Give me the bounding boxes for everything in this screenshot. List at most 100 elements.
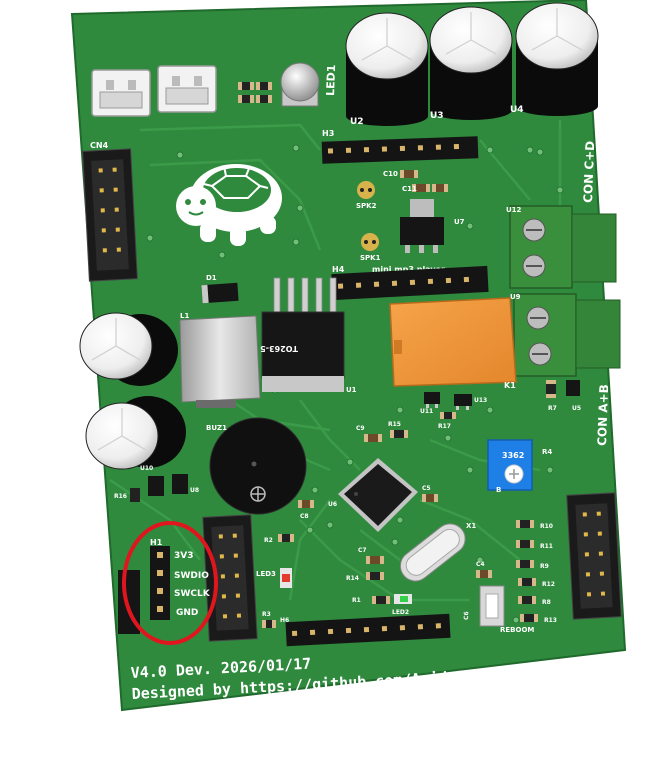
c8-label: C8: [300, 513, 309, 520]
swd-pin-swclk: SWCLK: [174, 589, 211, 599]
r2-label: R2: [264, 537, 273, 544]
swd-pin-swdio: SWDIO: [174, 571, 209, 581]
reboom-label: REBOOM: [500, 626, 534, 634]
smd-c7-r14: [366, 556, 390, 604]
c9-label: C9: [356, 425, 365, 432]
u3-label: U3: [430, 111, 444, 121]
u4-label: U4: [510, 105, 524, 115]
crystal-x1: [399, 523, 466, 582]
h4-label: H4: [332, 265, 345, 274]
sot-u5: [566, 380, 580, 396]
buzzer-buz1: [209, 417, 307, 515]
r10-label: R10: [540, 523, 553, 530]
r8-label: R8: [542, 599, 551, 606]
buz1-label: BUZ1: [206, 424, 227, 432]
r3-label: R3: [262, 611, 271, 618]
r16-label: R16: [114, 493, 127, 500]
capacitor-left-bottom: [85, 396, 186, 470]
smd-resistor-array: [516, 520, 538, 622]
x1-label: X1: [466, 522, 476, 530]
l1-label: L1: [180, 312, 189, 320]
u12-label: U12: [506, 206, 522, 214]
u5-label: U5: [572, 405, 581, 412]
smd-c4: [476, 570, 492, 578]
terminal-block-ab: [513, 293, 621, 377]
swd-pin-gnd: GND: [176, 608, 198, 618]
c10-label: C10: [383, 170, 398, 178]
capacitor-u4: [515, 2, 599, 116]
c6-label: C6: [463, 611, 470, 620]
cn4-label: CN4: [90, 141, 109, 150]
led2-component: [394, 594, 412, 604]
led3-component: [280, 568, 292, 588]
u7-label: U7: [454, 218, 465, 226]
vias: [146, 144, 564, 624]
r17-label: R17: [438, 423, 451, 430]
h3-pin-header: [321, 136, 479, 164]
sot-u13: [454, 394, 472, 410]
led1-component: [280, 62, 320, 107]
potentiometer-r4: [487, 439, 533, 491]
smd-r7: [546, 380, 556, 398]
box-header-mid: [202, 514, 258, 642]
to263-label: TO263-5: [260, 344, 298, 353]
c7-label: C7: [358, 547, 367, 554]
swd-pin-3v3: 3V3: [174, 551, 194, 561]
r9-label: R9: [540, 563, 549, 570]
r14-label: R14: [346, 575, 359, 582]
relay-k1: [389, 297, 517, 387]
u1-to263-regulator: [261, 277, 345, 392]
u1-label: U1: [346, 386, 357, 394]
diode-d1: [201, 282, 239, 304]
u8-label: U8: [190, 487, 199, 494]
reboom-button[interactable]: [479, 585, 505, 627]
h1-label: H1: [150, 538, 163, 547]
c5-label: C5: [422, 485, 431, 492]
h6-label: H6: [280, 617, 289, 624]
u10-label: U10: [140, 465, 153, 472]
mini-mp3-label: mini mp3 player: [372, 265, 445, 274]
terminal-block-cd: [509, 205, 617, 289]
inductor-l1: [179, 315, 261, 408]
spk2-label: SPK2: [356, 202, 377, 210]
smd-c9-r15: [364, 430, 408, 442]
smd-c8: [298, 500, 314, 508]
turtle-logo-icon: [176, 164, 282, 246]
pot-code-label: 3362: [502, 451, 524, 460]
spk1-label: SPK1: [360, 254, 381, 262]
capacitor-left-top: [79, 312, 178, 386]
r15-label: R15: [388, 421, 401, 428]
smd-r17: [440, 412, 456, 419]
u11-label: U11: [420, 408, 433, 415]
u2-label: U2: [350, 117, 364, 127]
h4-pin-header: [331, 265, 489, 301]
led2-label: LED2: [392, 609, 409, 616]
smd-r3: [262, 620, 276, 628]
jst-connector-left: [91, 69, 151, 117]
r11-label: R11: [540, 543, 553, 550]
k1-label: K1: [504, 381, 516, 390]
sot-u10-u8: [130, 474, 188, 502]
box-header-right: [566, 492, 622, 620]
r4-label: R4: [542, 448, 552, 456]
r1-label: R1: [352, 597, 361, 604]
led1-label: LED1: [324, 64, 338, 96]
cn4-box-header: [82, 148, 138, 282]
smd-r2: [278, 534, 294, 542]
jst-connector-right: [157, 65, 217, 113]
led3-label: LED3: [256, 570, 276, 578]
capacitor-u2: [345, 12, 429, 126]
mcu-u6: [338, 458, 418, 532]
sot-u11: [424, 392, 440, 408]
pot-b-label: B: [496, 486, 501, 494]
u7-regulator: [400, 199, 444, 253]
u6-label: U6: [328, 501, 337, 508]
swd-highlight-circle: [122, 521, 218, 645]
r12-label: R12: [542, 581, 555, 588]
u13-label: U13: [474, 397, 487, 404]
smd-c5: [422, 494, 438, 502]
h3-label: H3: [322, 129, 334, 138]
smd-caps-c10-c11: [400, 170, 448, 192]
c4-label: C4: [476, 561, 485, 568]
